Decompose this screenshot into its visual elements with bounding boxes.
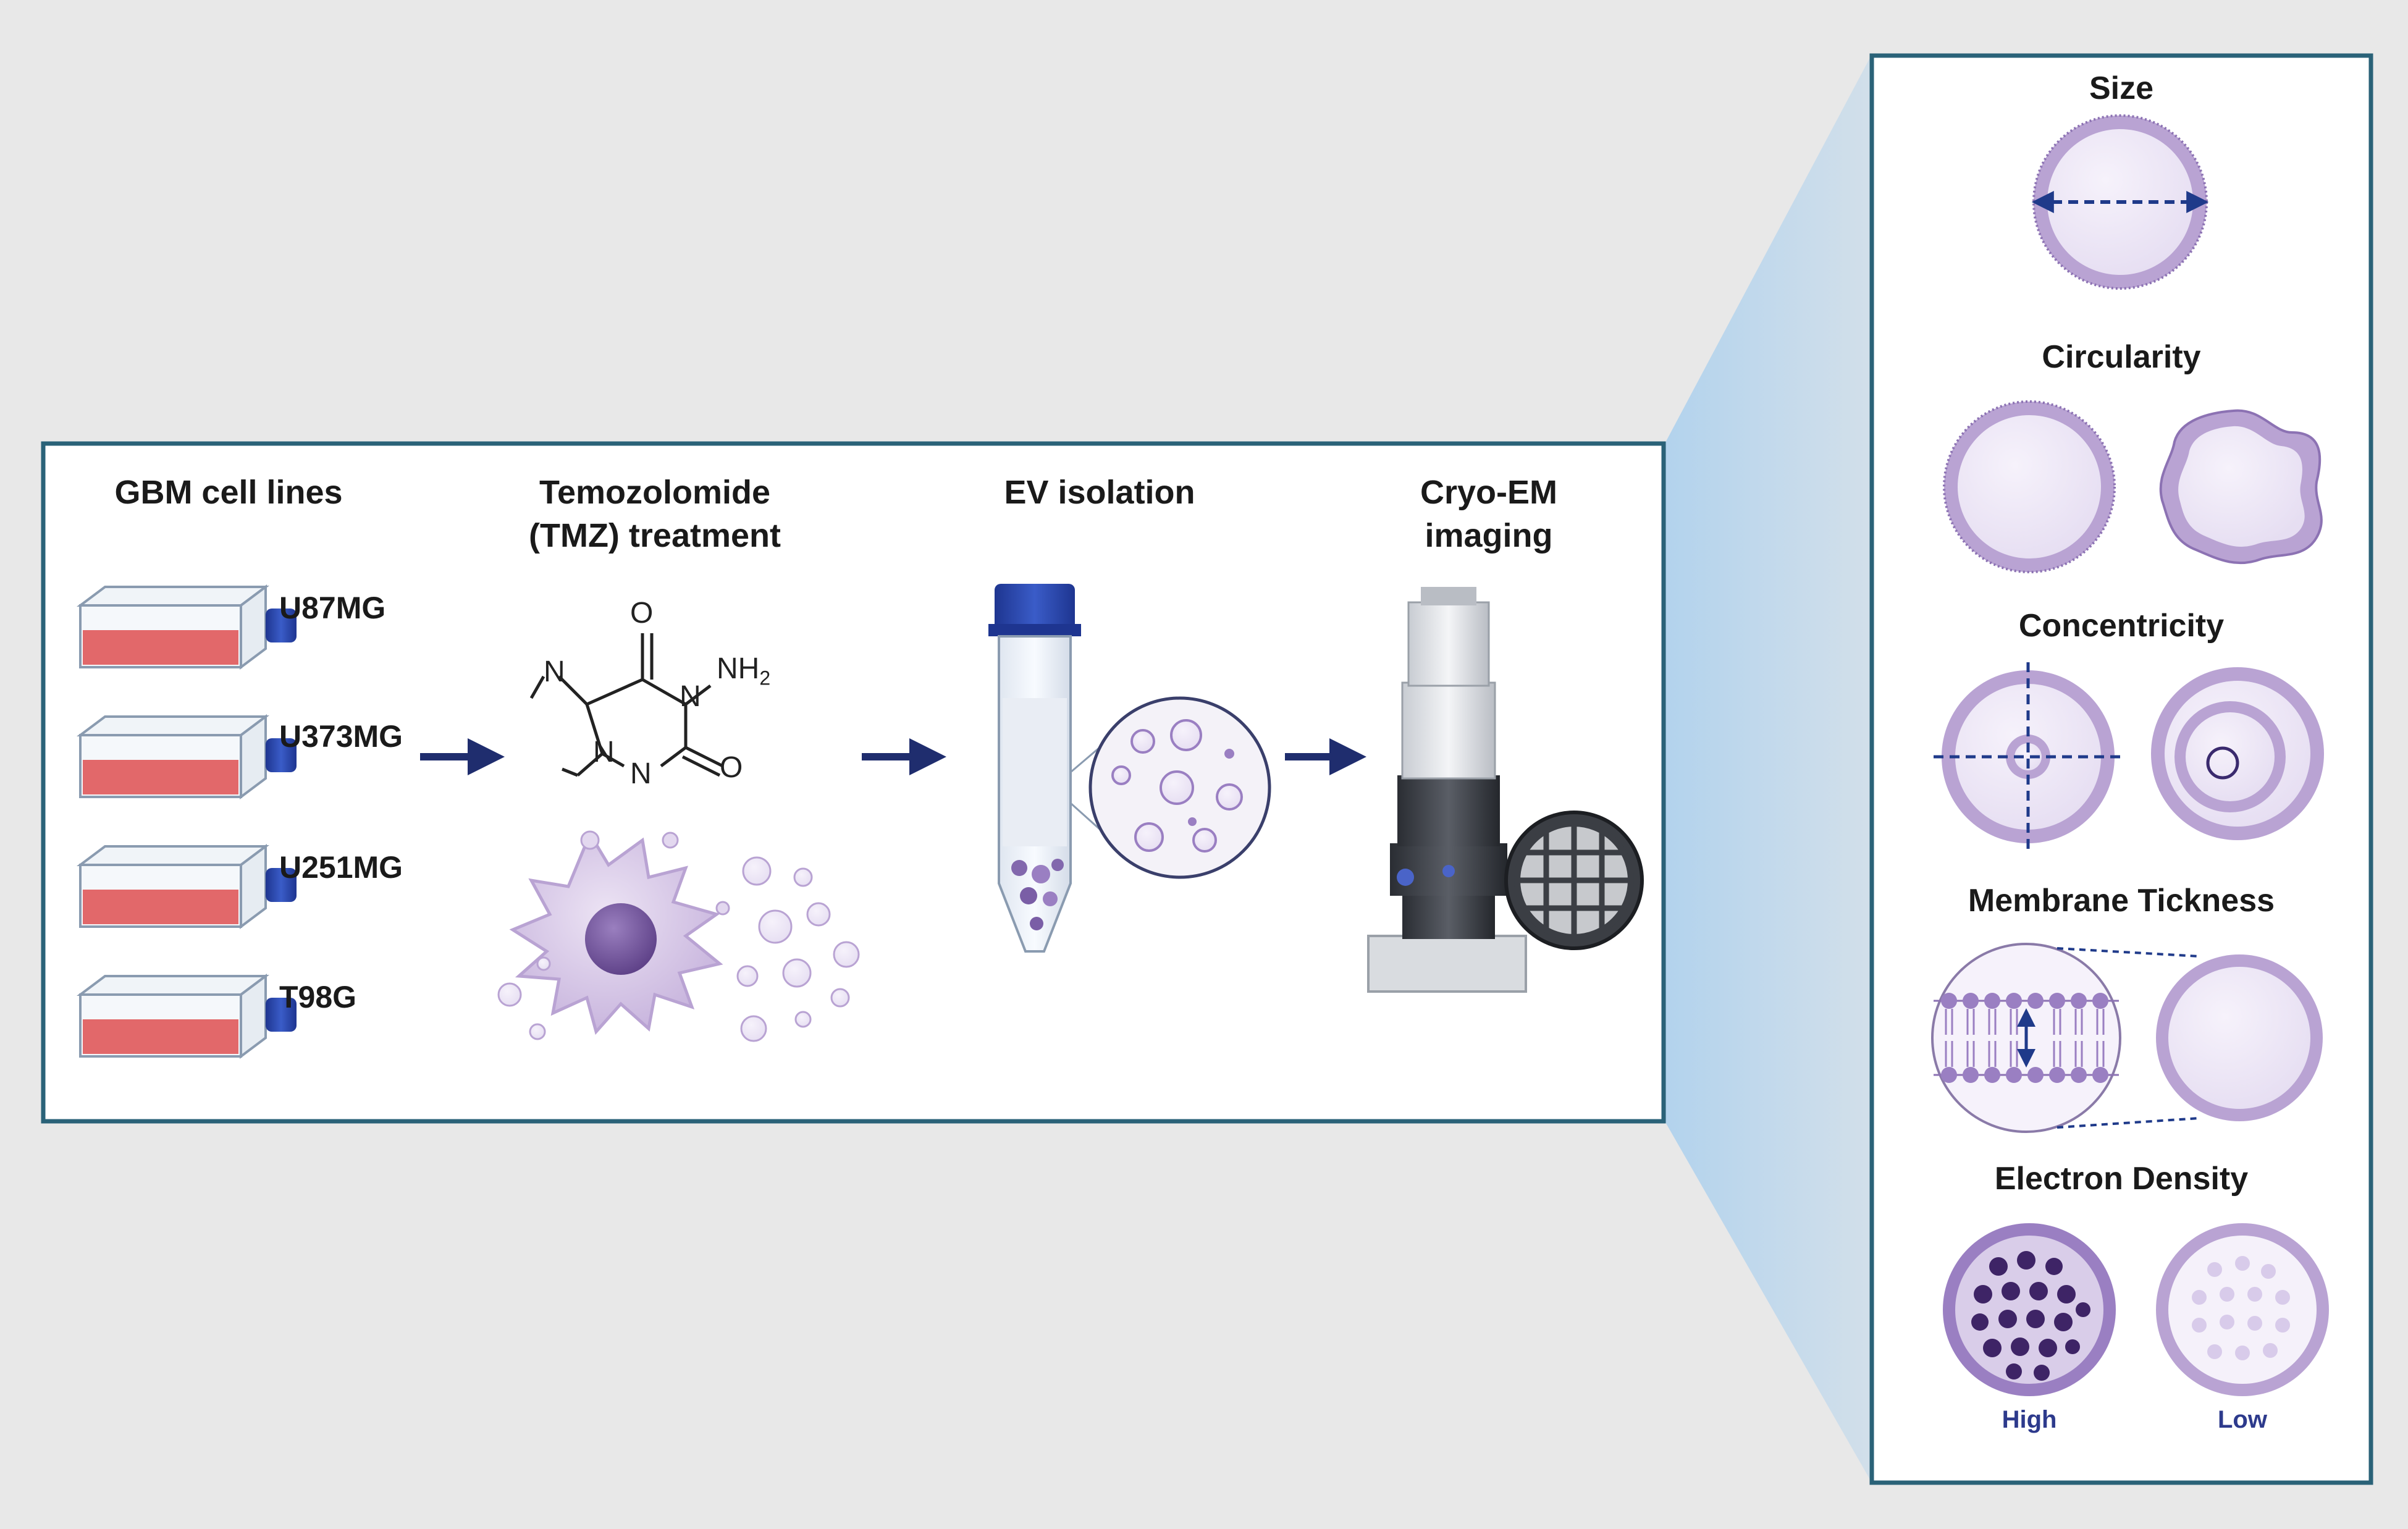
density-low-label: Low: [2218, 1406, 2267, 1433]
feature-title-density: Electron Density: [1994, 1161, 2249, 1197]
flask-t98g: [77, 974, 297, 1059]
cell-line-label: U251MG: [279, 850, 403, 885]
size-vesicle: [2031, 114, 2209, 290]
flask-u87mg: [77, 584, 297, 670]
workflow-frame: [41, 441, 1666, 1124]
membrane-zoom-line-bottom: [2056, 1117, 2200, 1129]
cell-line-label: U373MG: [279, 719, 403, 754]
concentricity-centered-vesicle: [1934, 662, 2123, 851]
tmz-molecule: [529, 633, 724, 777]
atom-nh2-main: NH: [717, 652, 760, 685]
membrane-bilayer-zoom: [1931, 943, 2121, 1133]
atom-n-methyl: N: [544, 655, 565, 688]
atom-n-ring-bottom: N: [630, 757, 652, 790]
feature-title-membrane: Membrane Tickness: [1968, 883, 2275, 919]
concentricity-offset-vesicle: [2151, 667, 2324, 840]
tmz-cell: [497, 830, 860, 1042]
atom-o-top: O: [630, 597, 654, 630]
feature-title-circularity: Circularity: [2042, 339, 2201, 375]
ev-zoom-circle: [1088, 696, 1271, 879]
circularity-round-vesicle: [1943, 400, 2116, 573]
atom-o-bottom: O: [720, 751, 743, 784]
step-title-gbm: GBM cell lines: [114, 474, 343, 511]
feature-title-size: Size: [2089, 70, 2154, 106]
flask-u373mg: [77, 714, 297, 799]
centrifuge-tube: [988, 584, 1081, 953]
circularity-irregular-vesicle: [2159, 409, 2323, 565]
cryo-em-microscope: [1367, 587, 1527, 993]
atom-nh2-subscript: 2: [759, 667, 771, 689]
cell-line-label: U87MG: [279, 591, 386, 625]
feature-title-concentricity: Concentricity: [2018, 608, 2225, 644]
em-grid-zoom: [1504, 811, 1644, 950]
zoom-beam: [1665, 54, 1872, 1483]
density-high-vesicle: [1943, 1223, 2116, 1396]
density-low-vesicle: [2156, 1223, 2329, 1396]
membrane-vesicle: [2156, 954, 2323, 1121]
step-title-tmz: Temozolomide (TMZ) treatment: [529, 474, 781, 555]
atom-nh2: NH2: [717, 652, 770, 690]
atom-n-amide: N: [680, 680, 701, 713]
density-high-label: High: [2002, 1406, 2057, 1433]
step-title-ev: EV isolation: [1004, 474, 1195, 511]
flask-u251mg: [77, 844, 297, 929]
cell-line-label: T98G: [279, 980, 357, 1014]
membrane-zoom-line-top: [2056, 947, 2200, 958]
step-title-cryo: Cryo-EM imaging: [1420, 474, 1557, 555]
zoom-line-top: [1070, 746, 1100, 773]
atom-n-ring-left: N: [593, 736, 615, 769]
